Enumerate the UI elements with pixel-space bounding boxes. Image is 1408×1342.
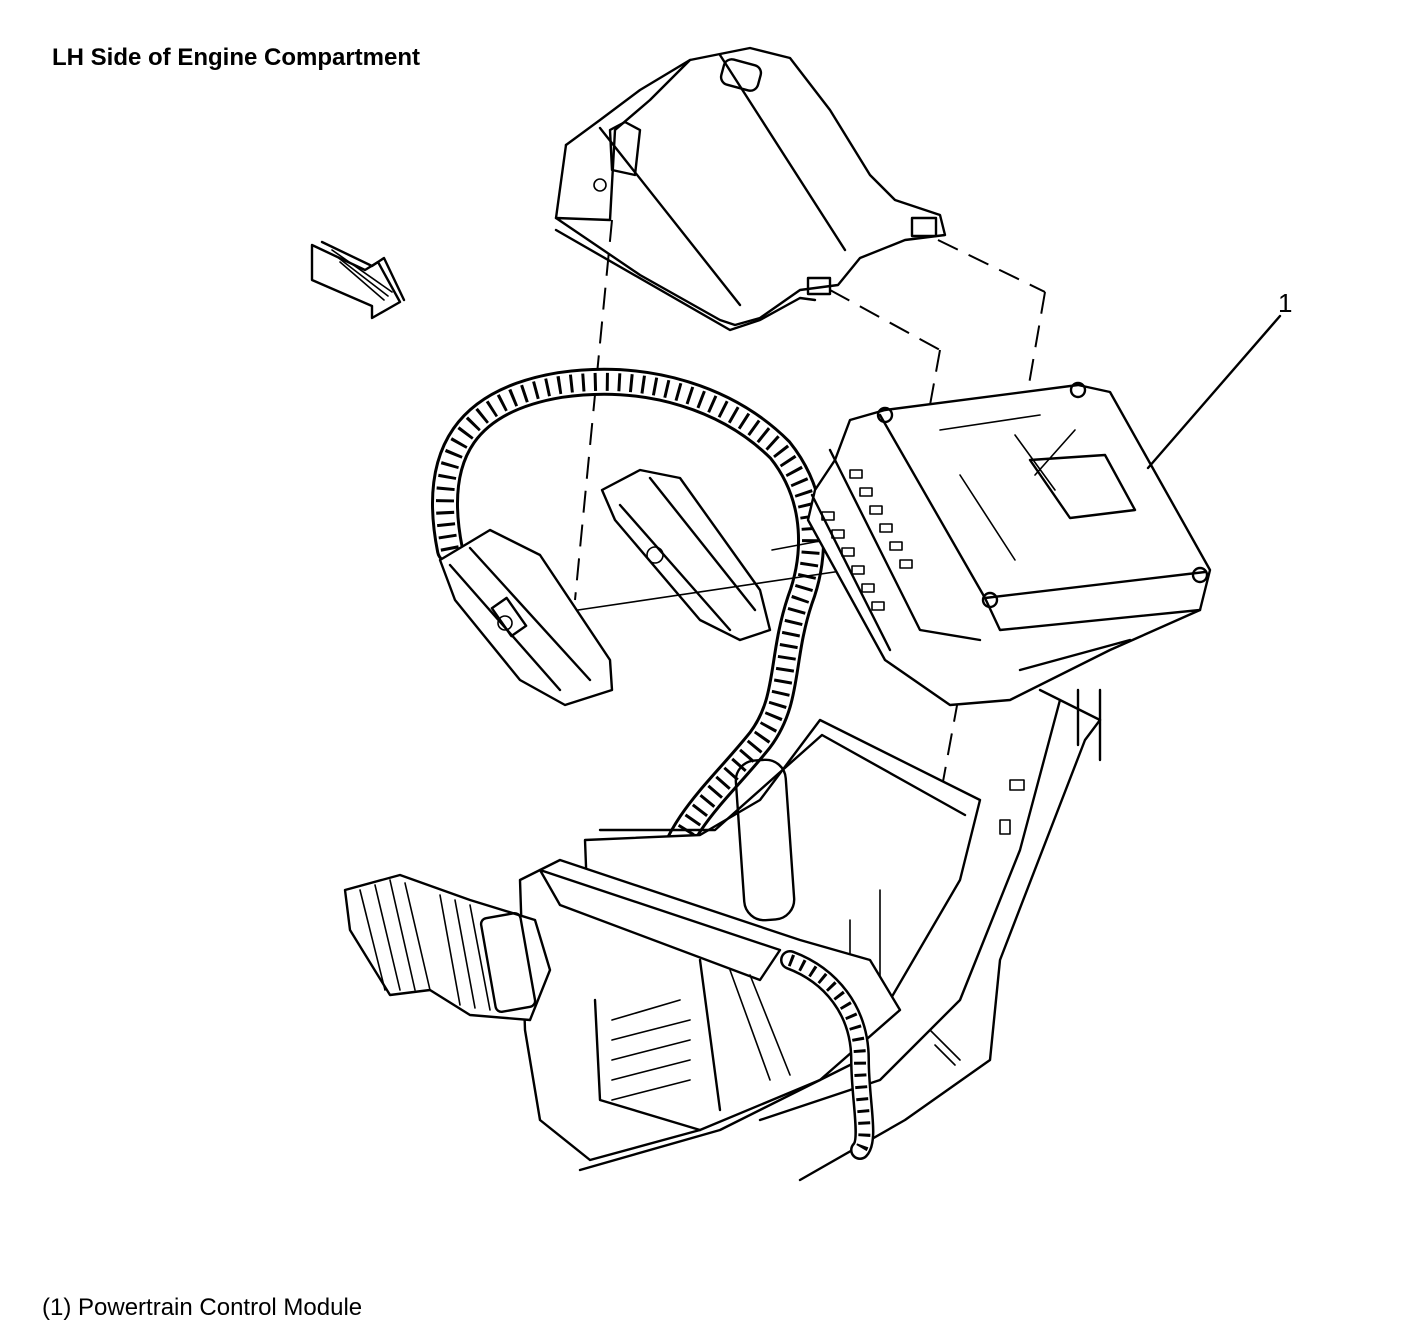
legend-caption: (1) Powertrain Control Module <box>42 1294 363 1321</box>
powertrain-control-module <box>806 381 1212 707</box>
arrow-icon <box>310 240 406 320</box>
air-cleaner-housing <box>518 858 902 1172</box>
connector-left <box>438 528 614 707</box>
intake-duct <box>343 873 552 1022</box>
callout-number-1: 1 <box>1278 288 1293 318</box>
callout-leader-line <box>1146 314 1282 470</box>
dashed-guide-lines <box>574 219 1046 826</box>
diagram-title: LH Side of Engine Compartment <box>52 44 421 71</box>
body-rail <box>758 688 1102 1182</box>
wiring-harness <box>430 367 825 894</box>
module-cover <box>554 46 947 332</box>
connector-middle <box>600 468 772 642</box>
